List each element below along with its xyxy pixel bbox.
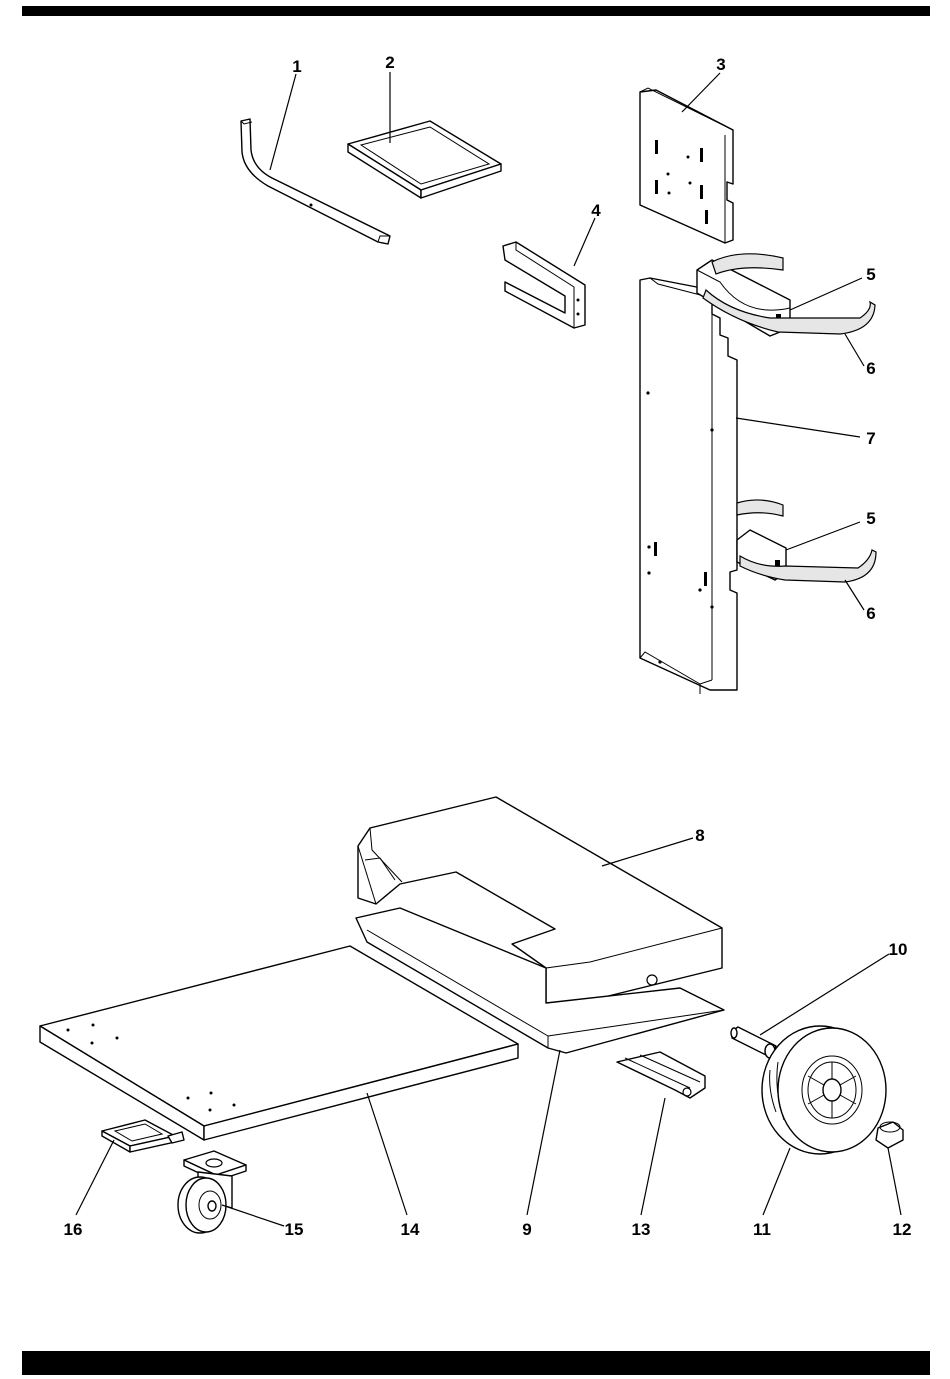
part-12-cap — [876, 1122, 903, 1148]
callout-16: 16 — [64, 1220, 83, 1239]
part-1-handle-bar — [241, 119, 390, 244]
callout-6b: 6 — [866, 604, 875, 623]
callout-9: 9 — [522, 1220, 531, 1239]
part-15-castor — [178, 1151, 246, 1233]
part-10-axle — [731, 1027, 776, 1058]
part-2-tray — [348, 121, 501, 198]
callout-14: 14 — [401, 1220, 420, 1239]
part-13-rail — [617, 1052, 705, 1098]
callout-2: 2 — [385, 53, 394, 72]
part-7-column — [640, 278, 737, 694]
callout-10: 10 — [889, 940, 908, 959]
callout-5b: 5 — [866, 509, 875, 528]
callout-13: 13 — [632, 1220, 651, 1239]
callout-3: 3 — [716, 55, 725, 74]
callout-7: 7 — [866, 429, 875, 448]
callout-11: 11 — [753, 1220, 771, 1239]
callout-8: 8 — [695, 826, 704, 845]
callout-5a: 5 — [866, 265, 875, 284]
callout-4: 4 — [591, 201, 601, 220]
callout-12: 12 — [893, 1220, 912, 1239]
part-4-u-bracket — [503, 242, 585, 328]
callout-6a: 6 — [866, 359, 875, 378]
part-3-back-plate — [640, 88, 733, 243]
part-16-bracket — [102, 1120, 184, 1152]
callout-1: 1 — [292, 57, 301, 76]
callout-15: 15 — [285, 1220, 304, 1239]
part-11-wheel — [762, 1026, 886, 1154]
